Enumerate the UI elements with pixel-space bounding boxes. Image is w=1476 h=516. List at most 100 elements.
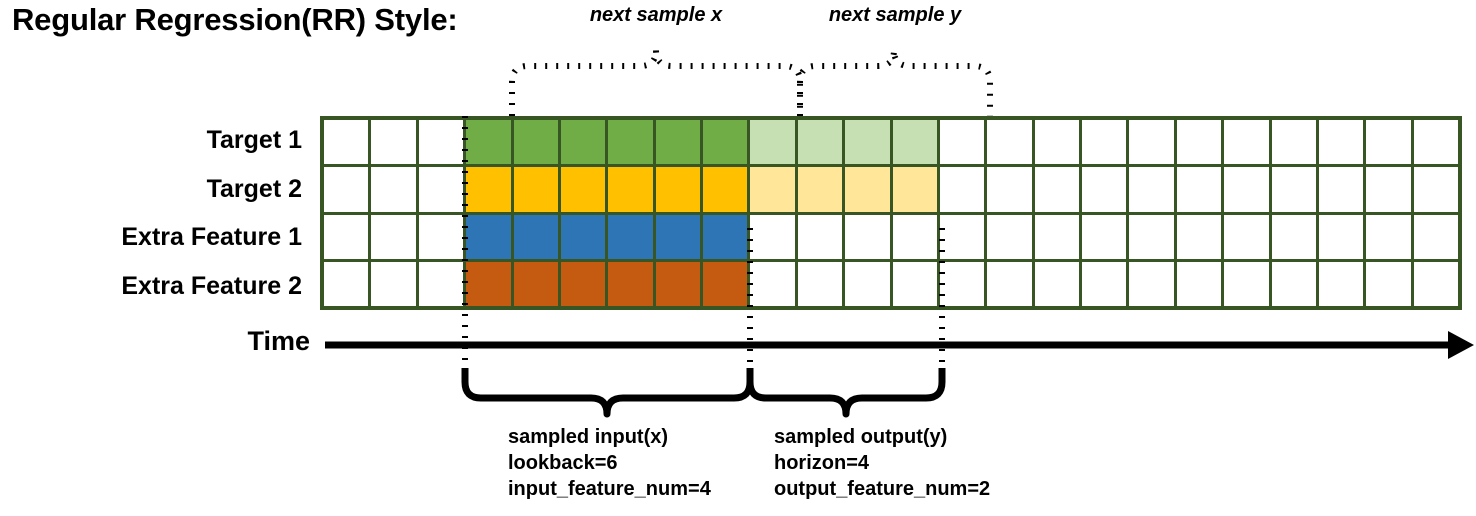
grid-cell-r1-c18-blank <box>1129 120 1174 165</box>
grid-cell-r4-c2-blank <box>371 261 416 306</box>
grid-cell-r4-c12-blank <box>845 261 890 306</box>
grid-cell-r1-c8-lookback <box>655 120 700 165</box>
grid-cell-r4-c24-blank <box>1413 261 1458 306</box>
grid-cell-r2-c22-blank <box>1318 167 1364 212</box>
grid-cell-r3-c15-blank <box>987 214 1032 259</box>
grid-cell-r1-c17-blank <box>1082 120 1127 165</box>
grid-cell-r3-c7-lookback <box>608 214 653 259</box>
grid-cell-r4-c10-blank <box>750 261 795 306</box>
grid-cell-r4-c6-lookback <box>560 261 606 306</box>
sampled-output-line-1: sampled output(y) <box>774 426 948 448</box>
grid-cell-r1-c14-blank <box>939 120 985 165</box>
grid-cell-r2-c11-horizon <box>797 167 843 212</box>
sampled-output-brace <box>746 368 946 418</box>
sampled-output-annotation: sampled output(y) horizon=4 output_featu… <box>774 424 990 502</box>
grid-cell-r1-c6-lookback <box>560 120 606 165</box>
grid-cell-r3-c14-blank <box>939 214 985 259</box>
grid-cell-r2-c10-horizon <box>750 167 795 212</box>
grid-cell-r3-c23-blank <box>1366 214 1411 259</box>
sampled-input-annotation: sampled input(x) lookback=6 input_featur… <box>508 424 711 502</box>
next-sample-y-brace <box>797 49 993 116</box>
grid-cell-r4-c23-blank <box>1366 261 1411 306</box>
grid-cell-r3-c10-blank <box>750 214 795 259</box>
sampled-output-line-2: horizon=4 <box>774 452 870 474</box>
grid-cell-r4-c19-blank <box>1176 261 1222 306</box>
grid-cell-r4-c11-blank <box>797 261 843 306</box>
grid-cell-r1-c9-lookback <box>703 120 748 165</box>
grid-cell-r1-c2-blank <box>371 120 416 165</box>
grid-cell-r1-c3-blank <box>418 120 464 165</box>
grid-cell-r3-c24-blank <box>1413 214 1458 259</box>
grid-cell-r2-c4-lookback <box>466 167 511 212</box>
grid-cell-r3-c12-blank <box>845 214 890 259</box>
grid-cell-r4-c9-lookback <box>703 261 748 306</box>
grid-cell-r4-c7-lookback <box>608 261 653 306</box>
grid-cell-r4-c20-blank <box>1224 261 1269 306</box>
grid-cell-r2-c21-blank <box>1271 167 1316 212</box>
grid-cell-r3-c20-blank <box>1224 214 1269 259</box>
grid-cell-r2-c19-blank <box>1176 167 1222 212</box>
grid-cell-r1-c21-blank <box>1271 120 1316 165</box>
grid-cell-r3-c17-blank <box>1082 214 1127 259</box>
grid-cell-r3-c3-blank <box>418 214 464 259</box>
grid-cell-r2-c7-lookback <box>608 167 653 212</box>
grid-cell-r4-c15-blank <box>987 261 1032 306</box>
sampled-input-line-3: input_feature_num=4 <box>508 478 711 500</box>
grid-cell-r1-c24-blank <box>1413 120 1458 165</box>
timeseries-grid <box>320 116 1462 310</box>
grid-cell-r3-c19-blank <box>1176 214 1222 259</box>
grid-cell-r1-c22-blank <box>1318 120 1364 165</box>
grid-cell-r3-c9-lookback <box>703 214 748 259</box>
grid-cell-r3-c22-blank <box>1318 214 1364 259</box>
grid-cell-r3-c13-blank <box>892 214 937 259</box>
grid-cell-r4-c16-blank <box>1034 261 1079 306</box>
sampled-input-brace <box>461 368 754 418</box>
row-label-extra-feature-1: Extra Feature 1 <box>121 223 302 251</box>
grid-cell-r1-c16-blank <box>1034 120 1079 165</box>
grid-cell-r3-c21-blank <box>1271 214 1316 259</box>
grid-cell-r2-c5-lookback <box>513 167 558 212</box>
grid-cell-r2-c15-blank <box>987 167 1032 212</box>
grid-cell-r1-c11-horizon <box>797 120 843 165</box>
page-title: Regular Regression(RR) Style: <box>12 2 458 37</box>
grid-cell-r3-c2-blank <box>371 214 416 259</box>
grid-cell-r4-c18-blank <box>1129 261 1174 306</box>
grid-cell-r4-c13-blank <box>892 261 937 306</box>
grid-cell-r2-c8-lookback <box>655 167 700 212</box>
grid-cell-r4-c14-blank <box>939 261 985 306</box>
grid-cell-r1-c20-blank <box>1224 120 1269 165</box>
grid-cell-r2-c23-blank <box>1366 167 1411 212</box>
grid-cell-r2-c24-blank <box>1413 167 1458 212</box>
grid-cell-r2-c16-blank <box>1034 167 1079 212</box>
time-axis-label: Time <box>247 326 310 356</box>
grid-cell-r2-c1-blank <box>324 167 369 212</box>
grid-cell-r2-c12-horizon <box>845 167 890 212</box>
grid-cell-r1-c12-horizon <box>845 120 890 165</box>
sampled-input-line-2: lookback=6 <box>508 452 618 474</box>
grid-cell-r2-c17-blank <box>1082 167 1127 212</box>
grid-cell-r2-c18-blank <box>1129 167 1174 212</box>
grid-cell-r4-c21-blank <box>1271 261 1316 306</box>
grid-cell-r4-c22-blank <box>1318 261 1364 306</box>
next-sample-x-brace <box>509 49 803 116</box>
grid-cell-r4-c3-blank <box>418 261 464 306</box>
grid-cell-r4-c17-blank <box>1082 261 1127 306</box>
sampled-output-line-3: output_feature_num=2 <box>774 478 991 500</box>
grid-cell-r3-c4-lookback <box>466 214 511 259</box>
grid-cell-r2-c2-blank <box>371 167 416 212</box>
grid-cell-r4-c5-lookback <box>513 261 558 306</box>
grid-cell-r3-c1-blank <box>324 214 369 259</box>
grid-cell-r1-c15-blank <box>987 120 1032 165</box>
grid-cell-r4-c1-blank <box>324 261 369 306</box>
row-label-extra-feature-2: Extra Feature 2 <box>121 271 302 300</box>
grid-cell-r2-c13-horizon <box>892 167 937 212</box>
grid-cell-r3-c18-blank <box>1129 214 1174 259</box>
grid-cell-r3-c8-lookback <box>655 214 700 259</box>
next-sample-y-label: next sample y <box>828 4 962 26</box>
next-sample-x-label: next sample x <box>589 4 723 26</box>
grid-cell-r2-c6-lookback <box>560 167 606 212</box>
grid-cell-r2-c20-blank <box>1224 167 1269 212</box>
time-axis-arrowhead <box>1448 331 1474 359</box>
grid-cell-r3-c16-blank <box>1034 214 1079 259</box>
